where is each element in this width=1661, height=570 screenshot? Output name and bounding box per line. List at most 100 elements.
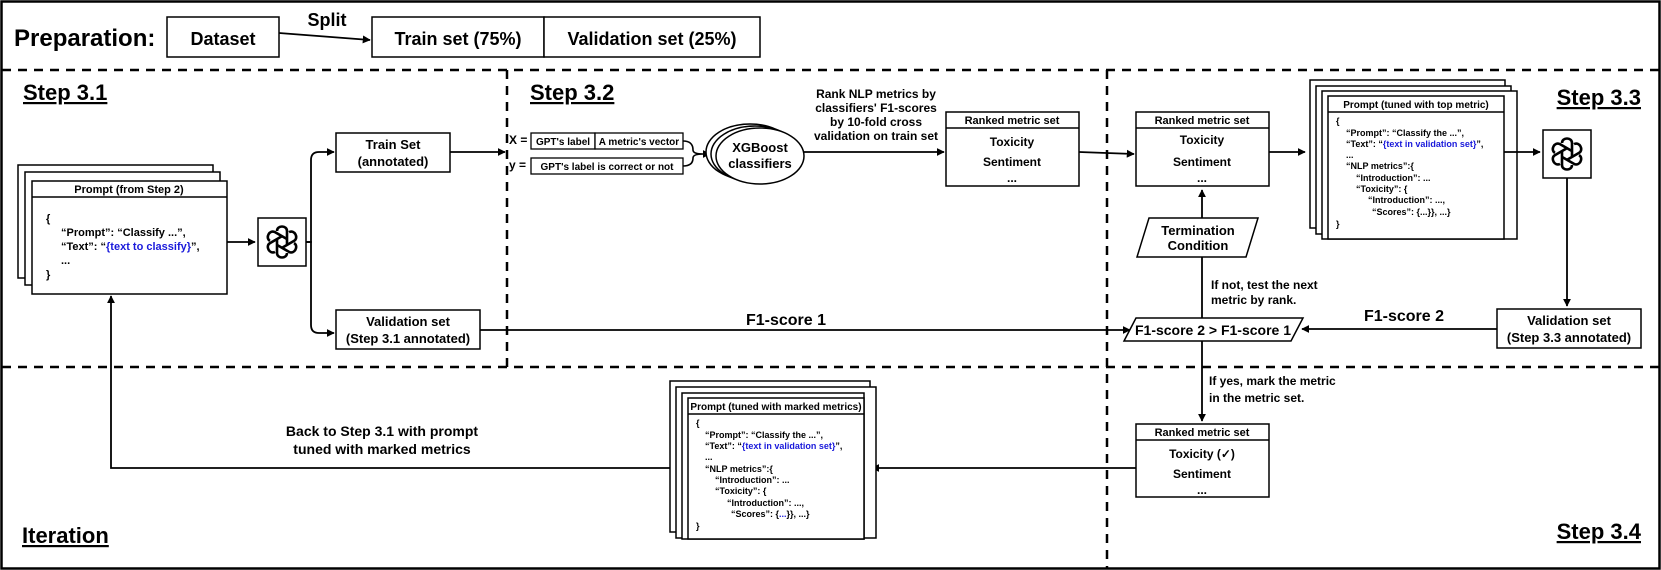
prompt-line: “Introduction”: ...,: [1368, 195, 1445, 205]
ranked-set-3: [1135, 423, 1270, 498]
prompt-line: “NLP metrics”:{: [1346, 161, 1414, 171]
f1-score-1-label: F1-score 1: [746, 312, 826, 329]
prompt-marked-metrics-card: [687, 397, 865, 540]
ranked-set-1: [945, 111, 1080, 187]
llm-box-step33: [1542, 129, 1592, 179]
ranked-set-1-item: ...: [1007, 171, 1017, 185]
section-step34: Step 3.4: [1557, 519, 1642, 544]
validation-step31-box: [335, 309, 481, 350]
ranked-set-2-item: Sentiment: [1173, 155, 1231, 169]
termination-condition-box: [1135, 217, 1260, 258]
prompt-line: “Prompt”: “Classify ...”,: [61, 227, 186, 239]
prompt-top-metric-stack: Prompt (tuned with top metric) { “Prompt…: [1309, 79, 1518, 240]
if-not-l2: metric by rank.: [1211, 293, 1296, 307]
prompt-line: {: [46, 213, 51, 225]
ranked-set-2: [1135, 111, 1270, 187]
prompt-line: {: [1336, 116, 1340, 126]
prompt-line: “Toxicity”: {: [715, 486, 767, 496]
x-equals-label: X =: [509, 133, 527, 147]
ranked-set-1-item: Toxicity: [990, 135, 1035, 149]
train-set-annotated-l2: (annotated): [358, 154, 429, 169]
prompt-line: “Text”: “{text in validation set}”,: [705, 441, 842, 451]
split-arrow: [278, 32, 371, 44]
ranked-set-2-header: Ranked metric set: [1155, 115, 1250, 127]
ranked-set-3-item: ...: [1197, 483, 1207, 497]
ranked-set-1-header: Ranked metric set: [965, 115, 1060, 127]
ranked-set-2-item: ...: [1197, 171, 1207, 185]
validation-set-box: [543, 16, 761, 58]
termination-l1: Termination: [1161, 223, 1234, 238]
comparison-parallelogram: [1122, 317, 1305, 342]
back-label-l2: tuned with marked metrics: [293, 441, 471, 457]
prompt-line: }: [46, 269, 51, 281]
dataset-label: Dataset: [190, 29, 255, 49]
prompt-top-metric-card: [1327, 95, 1505, 240]
validation-step31-l1: Validation set: [366, 314, 450, 329]
if-yes-l1: If yes, mark the metric: [1209, 374, 1336, 388]
rank-note-l4: validation on train set: [814, 129, 938, 143]
f1-score-2-label: F1-score 2: [1364, 308, 1444, 325]
split-label: Split: [308, 10, 347, 30]
arrow-llm-to-train: [306, 148, 335, 243]
comparison-label: F1-score 2 > F1-score 1: [1135, 322, 1291, 338]
prompt-line: “Toxicity”: {: [1356, 184, 1408, 194]
validation-step33-l1: Validation set: [1527, 313, 1611, 328]
arrow-back-to-step31: [107, 295, 670, 469]
prompt-line: {: [696, 418, 700, 428]
prompt-line: ...: [705, 452, 713, 462]
prompt-line: “Scores”: {...}}, ...}: [1372, 207, 1451, 217]
prompt-line: }: [1336, 219, 1340, 229]
validation-set-label: Validation set (25%): [567, 29, 736, 49]
dataset-box: [166, 16, 280, 58]
validation-step31-l2: (Step 3.1 annotated): [346, 331, 470, 346]
if-not-l1: If not, test the next: [1211, 278, 1318, 292]
section-step32: Step 3.2: [530, 80, 614, 105]
xgboost-classifiers: XGBoost classifiers: [705, 123, 805, 185]
prompt-line: ...: [1346, 150, 1354, 160]
prompt-marked-header: Prompt (tuned with marked metrics): [690, 402, 861, 413]
ranked-set-1-item: Sentiment: [983, 155, 1041, 169]
arrow-llm-to-validation: [306, 241, 335, 337]
validation-step33-box: [1496, 308, 1642, 349]
prompt-line: “Prompt”: “Classify the ...”,: [705, 430, 823, 440]
validation-step33-l2: (Step 3.3 annotated): [1507, 330, 1631, 345]
prompt-line: “Text”: “{text to classify}”,: [61, 241, 200, 253]
rank-note-l1: Rank NLP metrics by: [816, 87, 936, 101]
y-equals-label: y =: [509, 158, 526, 172]
features-brace: [682, 140, 704, 167]
prompt-line: ...: [61, 255, 70, 267]
rank-note-l3: by 10-fold cross: [830, 115, 922, 129]
ranked-set-3-header: Ranked metric set: [1155, 427, 1250, 439]
termination-l2: Condition: [1168, 238, 1229, 253]
ranked-set-3-item: Sentiment: [1173, 467, 1231, 481]
prompt-step2-stack: Prompt (from Step 2) { “Prompt”: “Classi…: [17, 164, 228, 295]
prompt-line: “Introduction”: ...: [1356, 173, 1431, 183]
gpt-label-text: GPT's label: [536, 137, 590, 148]
prompt-step2-card: [31, 180, 228, 295]
back-label-l1: Back to Step 3.1 with prompt: [286, 423, 478, 439]
train-set-box: [371, 16, 545, 58]
prompt-marked-metrics-stack: Prompt (tuned with marked metrics) { “Pr…: [669, 380, 877, 540]
section-step33: Step 3.3: [1557, 85, 1641, 110]
xgboost-l2: classifiers: [728, 156, 792, 171]
prompt-line: }: [696, 521, 700, 531]
preparation-title: Preparation:: [14, 25, 155, 52]
prompt-line: “Prompt”: “Classify the ...”,: [1346, 128, 1464, 138]
prompt-line: “Introduction”: ...: [715, 475, 790, 485]
prompt-line: “Text”: “{text in validation set}”,: [1346, 139, 1483, 149]
section-step31: Step 3.1: [23, 80, 107, 105]
prompt-top-metric-header: Prompt (tuned with top metric): [1343, 100, 1489, 111]
ranked-set-3-item: Toxicity (✓): [1169, 447, 1235, 461]
arrow-ranked1-to-ranked2: [1078, 149, 1135, 158]
train-set-annotated-l1: Train Set: [366, 137, 422, 152]
prompt-line: “Scores”: {...}}, ...}: [731, 509, 810, 519]
if-yes-l2: in the metric set.: [1209, 391, 1304, 405]
prompt-line: “NLP metrics”:{: [705, 464, 773, 474]
section-iteration: Iteration: [22, 523, 109, 548]
ranked-set-2-item: Toxicity: [1180, 133, 1225, 147]
xgboost-l1: XGBoost: [732, 140, 788, 155]
prompt-line: “Introduction”: ...,: [727, 498, 804, 508]
